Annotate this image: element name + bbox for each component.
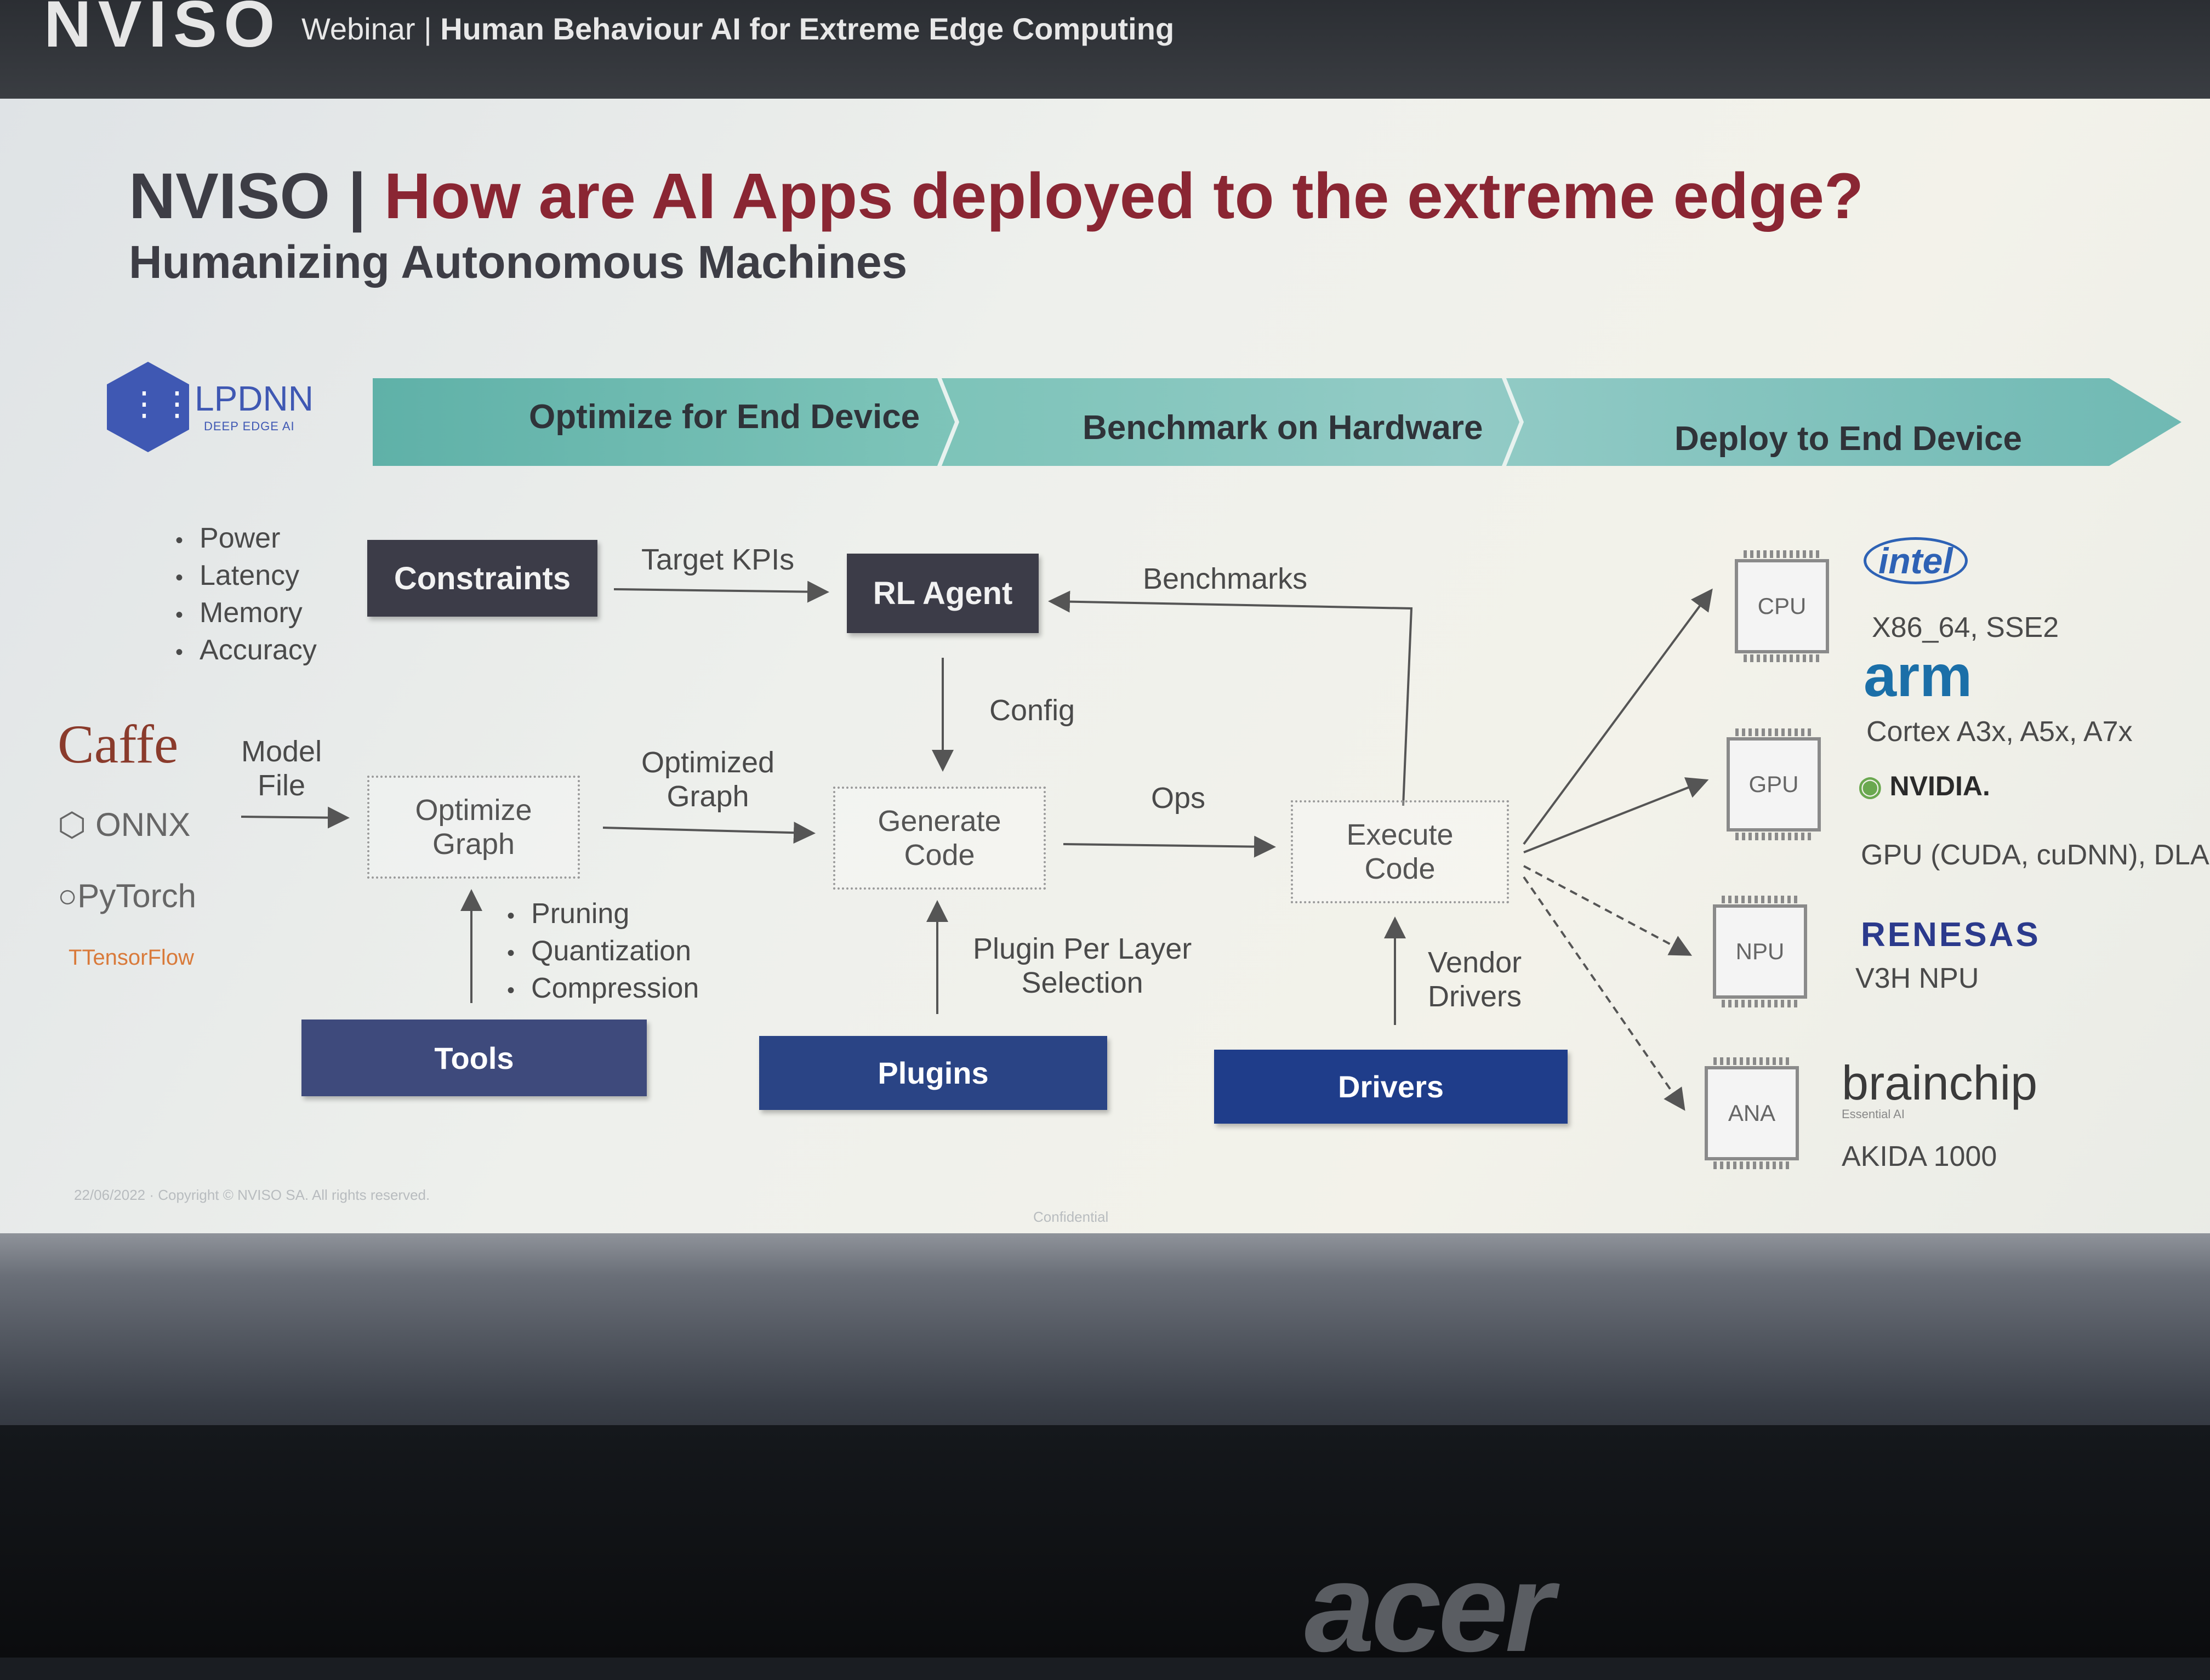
nvidia-desc: GPU (CUDA, cuDNN), DLA <box>1861 839 2209 871</box>
laptop-base <box>0 1425 2210 1658</box>
lpdnn-tagline: DEEP EDGE AI <box>204 419 295 433</box>
label-line: Vendor <box>1428 946 1522 979</box>
optimize-graph-box: Optimize Graph <box>367 776 580 879</box>
slide-footer-copyright: 22/06/2022 · Copyright © NVISO SA. All r… <box>74 1187 430 1203</box>
generate-code-box: Generate Code <box>833 787 1046 890</box>
box-line: Execute <box>1346 818 1454 851</box>
pytorch-logo: ○PyTorch <box>58 877 196 915</box>
vendor-drivers-label: Vendor Drivers <box>1428 946 1522 1013</box>
gpu-chip-icon: GPU <box>1727 728 1821 840</box>
nviso-header-logo: NVISO <box>44 0 282 61</box>
label-line: Selection <box>1021 966 1143 999</box>
constraints-list: Power Latency Memory Accuracy <box>175 521 317 670</box>
config-label: Config <box>989 694 1075 727</box>
stage-benchmark: Benchmark on Hardware <box>1083 409 1483 447</box>
list-item: Quantization <box>507 933 699 971</box>
nvidia-logo-text: NVIDIA. <box>1889 771 1990 801</box>
webinar-topic: Human Behaviour AI for Extreme Edge Comp… <box>440 12 1175 46</box>
pytorch-icon: ○ <box>58 878 78 914</box>
lpdnn-logo-icon: ⋮⋮ <box>107 362 189 452</box>
webinar-label: Webinar <box>301 12 415 46</box>
ana-chip-icon: ANA <box>1705 1057 1799 1169</box>
brainchip-tagline: Essential AI <box>1842 1107 1905 1121</box>
plugins-box: Plugins <box>759 1036 1107 1110</box>
onnx-logo: ⬡ ONNX <box>58 806 190 844</box>
stage-deploy: Deploy to End Device <box>1674 420 2022 458</box>
tensorflow-label: TensorFlow <box>82 946 194 970</box>
box-line: Code <box>1364 852 1436 885</box>
arm-logo: arm <box>1864 642 1973 709</box>
box-line: Optimize <box>415 794 532 827</box>
label-line: Drivers <box>1428 980 1522 1013</box>
nvidia-logo: ◉ NVIDIA. <box>1858 770 1990 802</box>
tools-box: Tools <box>301 1020 647 1096</box>
label-line: File <box>258 769 306 802</box>
onnx-label: ONNX <box>95 806 191 843</box>
brainchip-desc: AKIDA 1000 <box>1842 1141 1997 1172</box>
label-line: Optimized <box>641 746 775 779</box>
box-line: Code <box>904 839 975 872</box>
slide-footer-confidential: Confidential <box>1033 1209 1109 1225</box>
list-item: Latency <box>175 558 317 595</box>
list-item: Accuracy <box>175 633 317 670</box>
list-item: Memory <box>175 595 317 633</box>
label-line: Graph <box>667 780 749 813</box>
label-line: Model <box>241 735 322 768</box>
tensorflow-logo: TTensorFlow <box>69 946 194 970</box>
label-line: Plugin Per Layer <box>973 932 1192 965</box>
drivers-box: Drivers <box>1214 1050 1568 1124</box>
acer-logo: acer <box>1305 1537 1554 1678</box>
renesas-logo: RENESAS <box>1861 916 2041 954</box>
box-line: Generate <box>878 805 1001 838</box>
stage-optimize: Optimize for End Device <box>529 398 920 436</box>
list-item: Power <box>175 521 317 558</box>
target-kpis-label: Target KPIs <box>641 543 795 576</box>
cpu-chip-icon: CPU <box>1735 550 1829 662</box>
list-item: Pruning <box>507 896 699 933</box>
webinar-title: Webinar | Human Behaviour AI for Extreme… <box>301 12 1175 46</box>
optimized-graph-label: Optimized Graph <box>641 745 774 813</box>
benchmarks-label: Benchmarks <box>1143 562 1308 595</box>
model-file-label: Model File <box>241 734 322 802</box>
lpdnn-name: LPDNN <box>195 379 314 418</box>
list-item: Compression <box>507 971 699 1008</box>
tensorflow-icon: T <box>69 946 82 970</box>
ops-label: Ops <box>1151 782 1206 815</box>
arm-desc: Cortex A3x, A5x, A7x <box>1866 716 2133 748</box>
slide-title: NVISO | How are AI Apps deployed to the … <box>129 159 1864 234</box>
intel-desc: X86_64, SSE2 <box>1872 612 2059 643</box>
presentation-slide: NVISO | How are AI Apps deployed to the … <box>0 99 2210 1283</box>
nvidia-eye-icon: ◉ <box>1858 771 1882 801</box>
rl-agent-box: RL Agent <box>847 554 1039 633</box>
intel-logo: intel <box>1864 537 1968 584</box>
title-brand: NVISO | <box>129 160 366 232</box>
npu-chip-icon: NPU <box>1713 896 1807 1007</box>
renesas-desc: V3H NPU <box>1855 963 1979 994</box>
title-question: How are AI Apps deployed to the extreme … <box>384 160 1864 232</box>
box-line: Graph <box>432 828 515 861</box>
onnx-icon: ⬡ <box>58 806 96 843</box>
plugin-per-layer-label: Plugin Per Layer Selection <box>973 932 1192 1000</box>
tool-techniques-list: Pruning Quantization Compression <box>507 896 699 1008</box>
brainchip-logo: brainchip <box>1842 1056 2038 1110</box>
pipeline-banner <box>373 378 2181 466</box>
diagram-connectors <box>241 580 1713 1111</box>
constraints-box: Constraints <box>367 540 597 617</box>
execute-code-box: Execute Code <box>1291 800 1509 903</box>
webinar-header-bar: NVISO Webinar | Human Behaviour AI for E… <box>0 0 2210 99</box>
caffe-logo: Caffe <box>58 714 179 774</box>
slide-subtitle: Humanizing Autonomous Machines <box>129 236 908 288</box>
pytorch-label: PyTorch <box>77 878 196 914</box>
